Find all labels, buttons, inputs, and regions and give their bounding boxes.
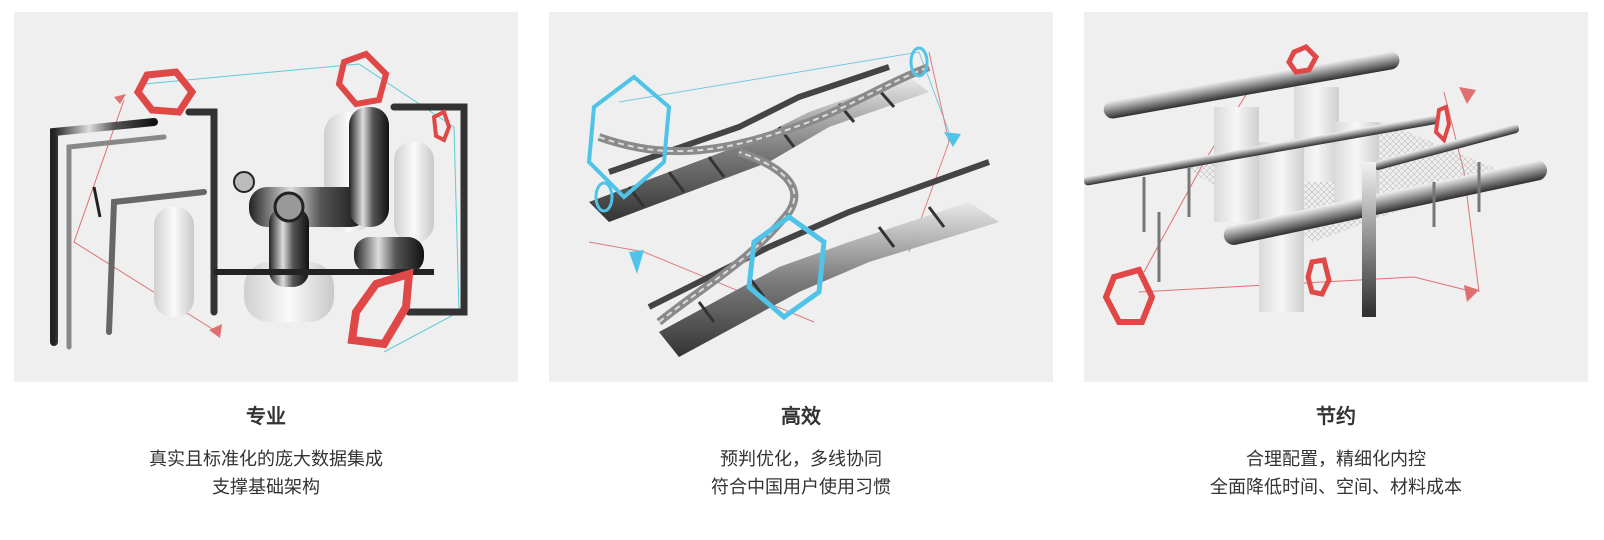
- feature-image-efficient: [549, 12, 1053, 382]
- feature-description-line: 符合中国用户使用习惯: [711, 477, 891, 498]
- feature-card-professional: 专业 真实且标准化的庞大数据集成 支撑基础架构: [14, 0, 518, 540]
- feature-title: 节约: [1316, 404, 1356, 428]
- feature-title: 高效: [781, 404, 821, 428]
- feature-description-line: 支撑基础架构: [212, 477, 320, 498]
- feature-description: 合理配置，精细化内控 全面降低时间、空间、材料成本: [1084, 446, 1588, 502]
- feature-description-line: 全面降低时间、空间、材料成本: [1210, 477, 1462, 498]
- feature-description-line: 合理配置，精细化内控: [1246, 449, 1426, 470]
- feature-description: 预判优化，多线协同 符合中国用户使用习惯: [549, 446, 1053, 502]
- feature-image-professional: [14, 12, 518, 382]
- pipe-assembly-icon: [50, 50, 468, 353]
- feature-card-saving: 节约 合理配置，精细化内控 全面降低时间、空间、材料成本: [1084, 0, 1588, 540]
- feature-description-line: 真实且标准化的庞大数据集成: [149, 449, 383, 470]
- feature-image-saving: [1084, 12, 1588, 382]
- cable-tray-icon: [586, 46, 999, 357]
- feature-description: 真实且标准化的庞大数据集成 支撑基础架构: [14, 446, 518, 502]
- feature-card-efficient: 高效 预判优化，多线协同 符合中国用户使用习惯: [549, 0, 1053, 540]
- support-frame-icon: [1084, 44, 1548, 325]
- feature-description-line: 预判优化，多线协同: [720, 449, 882, 470]
- feature-title: 专业: [246, 404, 286, 428]
